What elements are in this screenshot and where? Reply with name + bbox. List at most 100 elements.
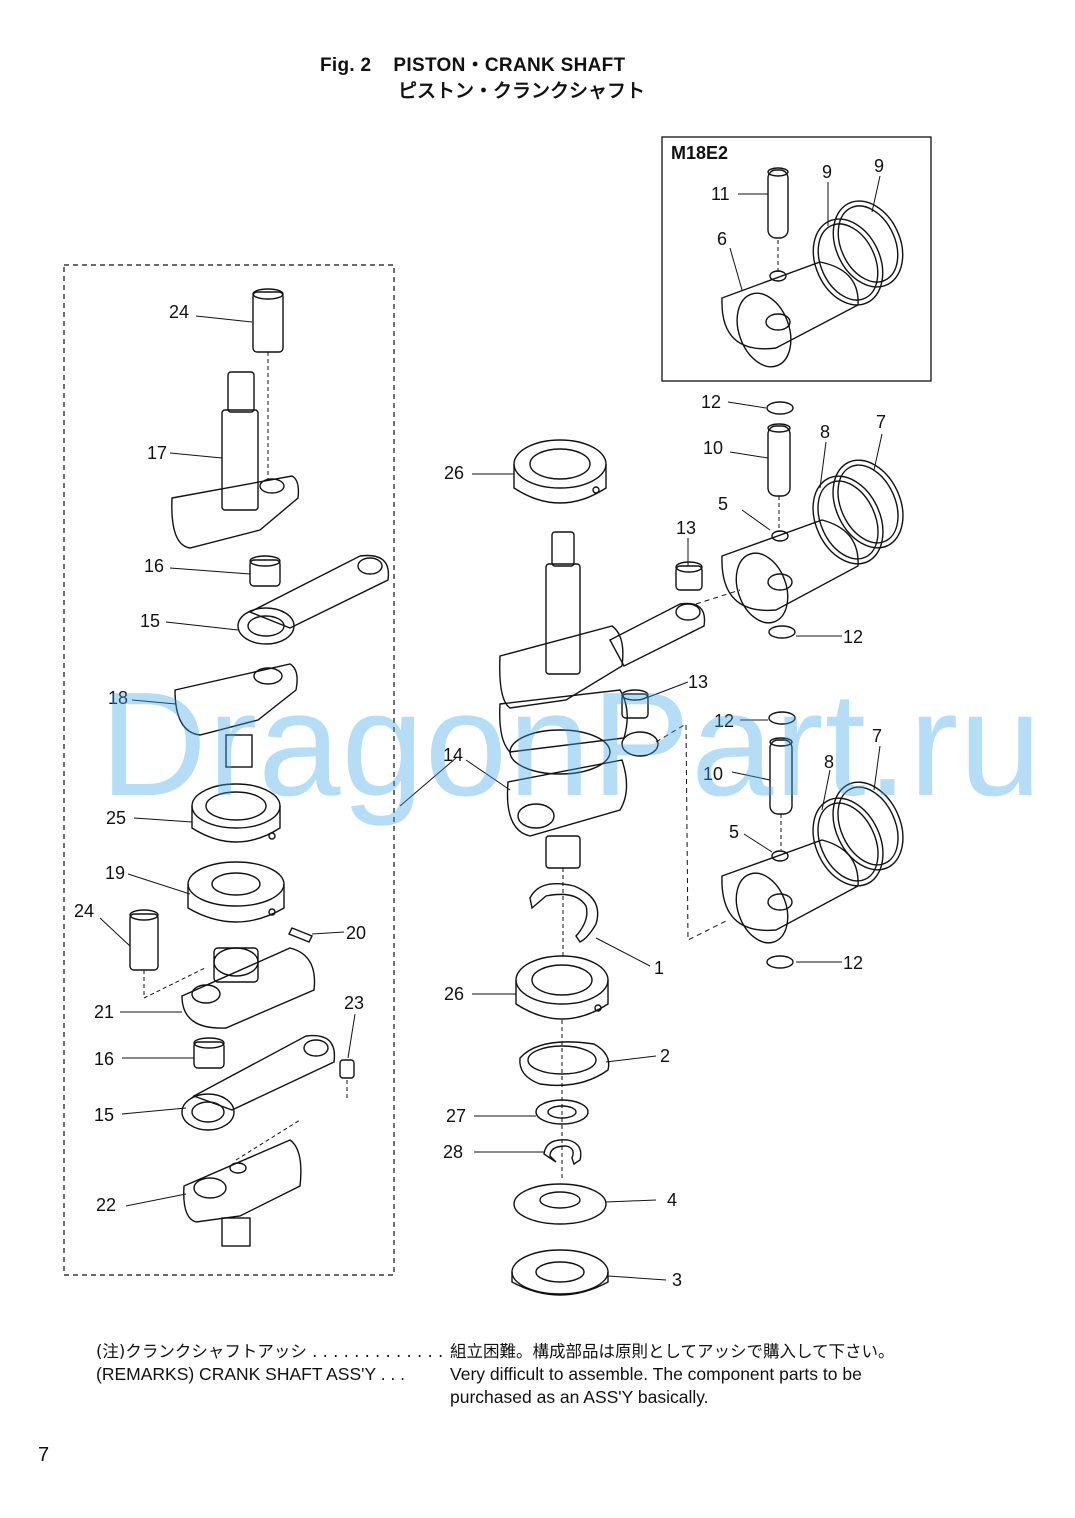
remarks-jp-value: 組立困難。構成部品は原則としてアッシで購入して下さい。 xyxy=(450,1342,895,1361)
remarks-row-en-2: purchased as an ASS'Y basically. xyxy=(96,1386,1056,1409)
remarks-row-jp: (注)クランクシャフトアッシ . . . . . . . . . . . . .… xyxy=(96,1340,1056,1363)
callout-11: 11 xyxy=(711,184,730,204)
callout-25: 25 xyxy=(106,808,126,828)
remarks-section: (注)クランクシャフトアッシ . . . . . . . . . . . . .… xyxy=(96,1340,1056,1409)
callout-13-a: 13 xyxy=(676,518,696,538)
inset-piston-ring-2 xyxy=(832,200,904,288)
callout-19: 19 xyxy=(105,863,125,883)
main-bearing-25 xyxy=(191,783,281,843)
callout-24-b: 24 xyxy=(74,901,94,921)
piston-ring-8-upper xyxy=(812,475,884,565)
oil-seal-3 xyxy=(511,1249,609,1296)
callout-17: 17 xyxy=(147,443,167,463)
callout-10-a: 10 xyxy=(703,438,723,458)
callout-6: 6 xyxy=(717,229,727,249)
inset-piston-ring-1 xyxy=(812,218,884,306)
callout-28: 28 xyxy=(443,1142,463,1162)
circlip-12-d xyxy=(766,955,794,969)
callout-12-d: 12 xyxy=(843,953,863,973)
upper-crank-web xyxy=(171,371,300,549)
connecting-rod-center xyxy=(609,602,706,667)
piston-ring-7-lower xyxy=(832,781,904,871)
crank-pin-upper xyxy=(252,288,284,353)
callout-7-a: 7 xyxy=(876,412,886,432)
piston-ring-8-lower xyxy=(812,797,884,887)
pin-23 xyxy=(339,1059,355,1079)
circlip-12-a xyxy=(766,401,794,415)
needle-bearing-lower xyxy=(193,1037,225,1069)
main-bearing-26-lower xyxy=(515,955,609,1020)
piston-pin-10-upper xyxy=(767,423,791,497)
callout-15-a: 15 xyxy=(140,611,160,631)
callout-12-a: 12 xyxy=(701,392,721,412)
remarks-en-value-1: Very difficult to assemble. The componen… xyxy=(450,1364,862,1384)
needle-bearing-upper xyxy=(249,555,281,587)
connecting-rod-upper xyxy=(237,554,390,645)
connecting-rod-lower xyxy=(181,1034,336,1131)
callout-14: 14 xyxy=(443,745,463,765)
inset-piston-pin xyxy=(767,167,789,239)
piston-5-lower xyxy=(721,839,859,944)
callout-9-a: 9 xyxy=(822,162,832,182)
piston-pin-10-lower xyxy=(769,737,793,815)
inset-box xyxy=(661,136,932,382)
remarks-jp-key: (注)クランクシャフトアッシ . . . . . . . . . . . . . xyxy=(96,1342,444,1361)
callout-13-b: 13 xyxy=(688,672,708,692)
figure-title-en: PISTON・CRANK SHAFT xyxy=(393,55,626,76)
callout-10-b: 10 xyxy=(703,764,723,784)
oil-seal-4 xyxy=(513,1183,607,1225)
circlip-12-b xyxy=(768,625,796,639)
remarks-en-key: (REMARKS) CRANK SHAFT ASS'Y . . . xyxy=(96,1364,406,1384)
callout-26-a: 26 xyxy=(444,463,464,483)
callout-15-b: 15 xyxy=(94,1105,114,1125)
callout-24-a: 24 xyxy=(169,302,189,322)
figure-title: Fig. 2 PISTON・CRANK SHAFT xyxy=(320,50,625,77)
crank-assembly-box xyxy=(63,264,395,1276)
needle-bearing-13-lower xyxy=(621,689,649,719)
callout-12-c: 12 xyxy=(714,711,734,731)
inset-piston xyxy=(721,261,859,368)
needle-bearing-13-upper xyxy=(675,561,703,591)
callout-8-b: 8 xyxy=(824,752,834,772)
callout-3: 3 xyxy=(672,1270,682,1290)
remarks-row-en: (REMARKS) CRANK SHAFT ASS'Y . . . Very d… xyxy=(96,1363,1056,1386)
crank-web-21 xyxy=(181,947,316,1029)
piston-ring-7-upper xyxy=(832,459,904,549)
callout-8-a: 8 xyxy=(820,422,830,442)
crank-web-22 xyxy=(183,1139,302,1247)
washer-27 xyxy=(535,1099,589,1125)
callout-16-a: 16 xyxy=(144,556,164,576)
callout-22: 22 xyxy=(96,1195,116,1215)
figure-number: Fig. 2 xyxy=(320,55,372,76)
piston-5-upper xyxy=(721,519,859,624)
main-bearing-26-upper xyxy=(513,439,607,504)
callout-5-a: 5 xyxy=(718,494,728,514)
crank-pin-lower xyxy=(129,909,159,971)
remarks-en-value-2: purchased as an ASS'Y basically. xyxy=(450,1387,709,1407)
callout-5-b: 5 xyxy=(729,822,739,842)
crank-web-18 xyxy=(174,663,298,768)
callout-12-b: 12 xyxy=(843,627,863,647)
washer-2 xyxy=(519,1041,610,1087)
figure-title-jp: ピストン・クランクシャフト xyxy=(398,80,646,102)
callout-9-b: 9 xyxy=(874,156,884,176)
callout-23: 23 xyxy=(344,993,364,1013)
inset-title: M18E2 xyxy=(671,143,728,163)
dowel-pin-20 xyxy=(288,927,313,943)
callout-18: 18 xyxy=(108,688,128,708)
callout-26-b: 26 xyxy=(444,984,464,1004)
page-number: 7 xyxy=(38,1444,50,1466)
circlip-12-c xyxy=(768,711,796,725)
callout-2: 2 xyxy=(660,1046,670,1066)
thrust-ring-1 xyxy=(529,883,599,943)
callout-4: 4 xyxy=(667,1190,677,1210)
callout-16-b: 16 xyxy=(94,1049,114,1069)
callout-21: 21 xyxy=(94,1002,114,1022)
crankshaft-assembly xyxy=(499,531,628,869)
roller-bearing-19 xyxy=(187,861,285,923)
callout-27: 27 xyxy=(446,1106,466,1126)
callout-1: 1 xyxy=(654,958,664,978)
callout-20: 20 xyxy=(346,923,366,943)
callout-7-b: 7 xyxy=(872,726,882,746)
